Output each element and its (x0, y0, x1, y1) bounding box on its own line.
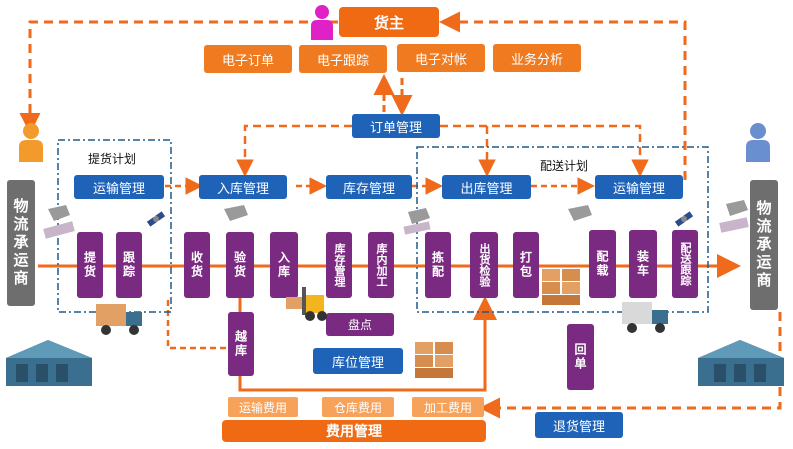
transport-management-left: 运输管理 (74, 175, 164, 199)
step-load-planning: 配载 (589, 230, 616, 298)
outbound-management: 出库管理 (442, 175, 531, 199)
service-e-order: 电子订单 (204, 45, 292, 73)
scanner-icon-1 (43, 205, 75, 239)
cargo-boxes-icon-1 (542, 269, 580, 305)
shipper-label: 货主 (339, 7, 439, 37)
return-management: 退货管理 (535, 412, 623, 438)
location-management: 库位管理 (313, 348, 403, 374)
carrier-right: 物流承运商 (750, 180, 778, 310)
fee-management: 费用管理 (222, 420, 486, 442)
step-storage-in: 入库 (270, 232, 298, 298)
step-crossdock: 越库 (228, 312, 254, 376)
forklift-icon (286, 287, 327, 321)
step-shipment-inspection: 出货检验 (470, 232, 498, 298)
pickup-plan-label: 提货计划 (88, 152, 137, 166)
transport-management-right: 运输管理 (595, 175, 683, 199)
warehouse-right-icon (698, 340, 784, 386)
inbound-management: 入库管理 (199, 175, 287, 199)
order-management: 订单管理 (352, 114, 440, 138)
step-inventory-management: 库存管理 (326, 232, 352, 298)
gps-satellite-icon-1 (146, 211, 166, 227)
shipper-person-icon (311, 5, 333, 40)
delivery-plan-label: 配送计划 (540, 159, 589, 173)
step-delivery-tracking: 配送跟踪 (672, 230, 698, 298)
service-e-tracking: 电子跟踪 (299, 45, 387, 73)
truck-icon-right (622, 302, 668, 333)
stocktake: 盘点 (326, 313, 394, 336)
scanner-icon-2 (224, 205, 248, 221)
step-receiving: 收货 (184, 232, 210, 298)
scanner-icon-3 (403, 208, 431, 235)
step-pickup: 提货 (77, 232, 103, 298)
inventory-management: 库存管理 (326, 175, 412, 199)
cargo-boxes-icon-2 (415, 342, 453, 378)
step-picking: 拣配 (425, 232, 451, 298)
scanner-icon-4 (568, 205, 592, 221)
service-business-analysis: 业务分析 (493, 44, 581, 72)
warehouse-left-icon (6, 340, 92, 386)
fee-processing: 加工费用 (412, 397, 484, 417)
carrier-left: 物流承运商 (7, 180, 35, 306)
gps-satellite-icon-2 (674, 211, 694, 227)
fee-warehouse: 仓库费用 (322, 397, 394, 417)
step-return-receipt: 回单 (567, 324, 594, 390)
step-in-warehouse-processing: 库内加工 (368, 232, 394, 298)
step-loading: 装车 (629, 230, 657, 298)
step-inspection: 验货 (226, 232, 254, 298)
consignee-person-icon (19, 123, 43, 162)
service-e-reconciliation: 电子对帐 (397, 44, 485, 72)
fee-transport: 运输费用 (228, 397, 298, 417)
step-packing: 打包 (513, 232, 539, 298)
step-tracking: 跟踪 (116, 232, 142, 298)
customer-person-icon (746, 123, 770, 162)
truck-icon-left (96, 304, 142, 335)
scanner-icon-5 (719, 200, 749, 233)
